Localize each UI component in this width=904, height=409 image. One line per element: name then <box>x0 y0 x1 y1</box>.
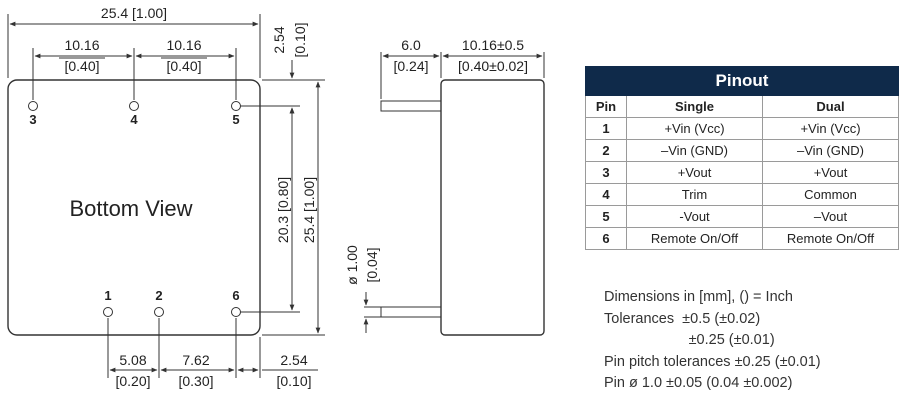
dim-top-offset: 2.54 <box>271 26 287 53</box>
single-function: +Vin (Vcc) <box>626 117 763 140</box>
dim-pin1-pin2: 5.08 <box>119 352 146 368</box>
dim-pin-length-inch: [0.24] <box>393 58 428 74</box>
dim-right-offset: 2.54 <box>280 352 307 368</box>
dim-overall-width: 25.4 [1.00] <box>101 5 167 21</box>
dual-function: +Vin (Vcc) <box>762 117 899 140</box>
note-units: Dimensions in [mm], () = Inch <box>604 289 793 305</box>
pin-5-hole <box>231 101 241 111</box>
bottom-view-label: Bottom View <box>69 196 192 221</box>
pin-label-1: 1 <box>104 288 111 303</box>
single-function: Trim <box>626 183 763 206</box>
pin-number: 1 <box>585 117 627 140</box>
dual-function: Remote On/Off <box>762 227 899 250</box>
dual-function: +Vout <box>762 161 899 184</box>
dim-pin2-pin6-inch: [0.30] <box>178 373 213 389</box>
single-function: +Vout <box>626 161 763 184</box>
dim-pin-diameter-inch: [0.04] <box>364 247 380 282</box>
dim-top-offset-inch: [0.10] <box>292 22 308 57</box>
pin-6-hole <box>231 307 241 317</box>
dim-pin-diameter: ø 1.00 <box>344 245 360 285</box>
dual-function: –Vout <box>762 205 899 228</box>
single-function: Remote On/Off <box>626 227 763 250</box>
pin-number: 6 <box>585 227 627 250</box>
table-row: 3 +Vout +Vout <box>585 161 899 184</box>
pin-upper-side <box>380 100 442 112</box>
pin-number: 5 <box>585 205 627 228</box>
dim-pin1-pin2-inch: [0.20] <box>115 373 150 389</box>
table-row: 5 -Vout –Vout <box>585 205 899 228</box>
pin-1-hole <box>103 307 113 317</box>
dim-pitch-b: 10.16 <box>166 37 201 53</box>
table-row: 6 Remote On/Off Remote On/Off <box>585 227 899 250</box>
dual-function: Common <box>762 183 899 206</box>
note-tolerance-1: Tolerances ±0.5 (±0.02) <box>604 310 761 327</box>
dim-pitch-a-inch: [0.40] <box>64 58 99 74</box>
table-row: 4 Trim Common <box>585 183 899 206</box>
dim-right-offset-inch: [0.10] <box>276 373 311 389</box>
module-body-side <box>440 79 545 336</box>
note-tolerance-2: ±0.25 (±0.01) <box>604 332 775 348</box>
pin-label-4: 4 <box>130 112 138 127</box>
col-header-dual: Dual <box>762 95 899 118</box>
pin-label-2: 2 <box>155 288 162 303</box>
pin-label-5: 5 <box>232 112 239 127</box>
dim-inner-height: 20.3 [0.80] <box>275 177 291 243</box>
pin-label-6: 6 <box>232 288 239 303</box>
dimension-notes: Dimensions in [mm], () = Inch Tolerances… <box>604 287 821 395</box>
note-pin-diameter: Pin ø 1.0 ±0.05 (0.04 ±0.002) <box>604 375 793 391</box>
dim-pitch-b-inch: [0.40] <box>166 58 201 74</box>
dim-body-depth-inch: [0.40±0.02] <box>458 58 528 74</box>
col-header-pin: Pin <box>585 95 627 118</box>
dual-function: –Vin (GND) <box>762 139 899 162</box>
pin-4-hole <box>129 101 139 111</box>
dim-body-depth: 10.16±0.5 <box>462 37 524 53</box>
dim-pin-length: 6.0 <box>401 37 421 53</box>
pin-lower-side <box>380 306 442 318</box>
col-header-single: Single <box>626 95 763 118</box>
table-row: 2 –Vin (GND) –Vin (GND) <box>585 139 899 162</box>
dim-pitch-a: 10.16 <box>64 37 99 53</box>
pin-number: 3 <box>585 161 627 184</box>
pin-label-3: 3 <box>29 112 36 127</box>
pinout-table: Pinout Pin Single Dual 1 +Vin (Vcc) +Vin… <box>585 66 899 250</box>
single-function: –Vin (GND) <box>626 139 763 162</box>
dim-pin2-pin6: 7.62 <box>182 352 209 368</box>
bottom-view: Bottom View 3 4 5 1 2 6 25.4 [1.00] 10.1… <box>7 5 325 389</box>
pin-3-hole <box>28 101 38 111</box>
pin-number: 2 <box>585 139 627 162</box>
pin-number: 4 <box>585 183 627 206</box>
single-function: -Vout <box>626 205 763 228</box>
pinout-title: Pinout <box>585 66 899 96</box>
note-pin-pitch: Pin pitch tolerances ±0.25 (±0.01) <box>604 353 821 370</box>
table-row: 1 +Vin (Vcc) +Vin (Vcc) <box>585 117 899 140</box>
side-view: 6.0 [0.24] 10.16±0.5 [0.40±0.02] ø 1.00 … <box>344 37 545 336</box>
pin-2-hole <box>154 307 164 317</box>
dim-overall-height: 25.4 [1.00] <box>301 177 317 243</box>
